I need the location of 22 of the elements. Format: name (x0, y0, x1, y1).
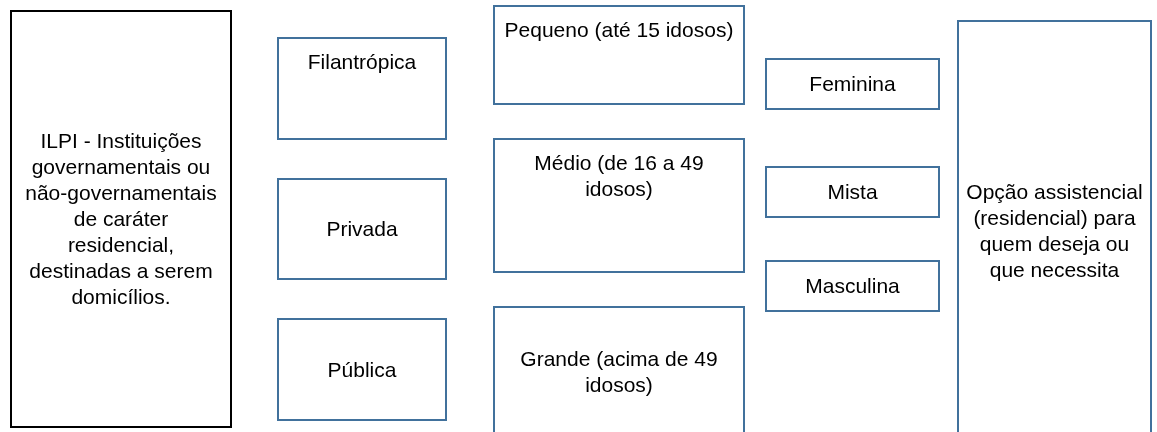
box-text: Pública (326, 356, 398, 383)
text-box (493, 138, 745, 273)
box-text: Filantrópica (306, 49, 418, 75)
text-box (957, 20, 1152, 432)
box-text: Médio (de 16 a 49 idosos) (533, 150, 705, 202)
text-box (765, 58, 940, 110)
box-text: Masculina (804, 273, 901, 299)
text-box (493, 5, 745, 105)
text-box (765, 260, 940, 312)
text-box (10, 10, 232, 428)
box-text: Opção assistencial (residencial) para quem deseja ou que necessita (965, 179, 1144, 283)
box-text: Feminina (808, 71, 897, 97)
text-box (277, 37, 447, 140)
box-text: ILPI - Instituições governamentais ou não-governamentais de caráter residencial, destinadas a serem domicílios. (24, 128, 218, 310)
box-text: Mista (826, 179, 879, 205)
text-box (277, 178, 447, 280)
box-text: Pequeno (até 15 idosos) (503, 17, 735, 43)
text-box (493, 306, 745, 432)
box-text: Privada (325, 216, 399, 242)
text-box (765, 166, 940, 218)
box-text: Grande (acima de 49 idosos) (519, 346, 719, 398)
text-box (277, 318, 447, 421)
